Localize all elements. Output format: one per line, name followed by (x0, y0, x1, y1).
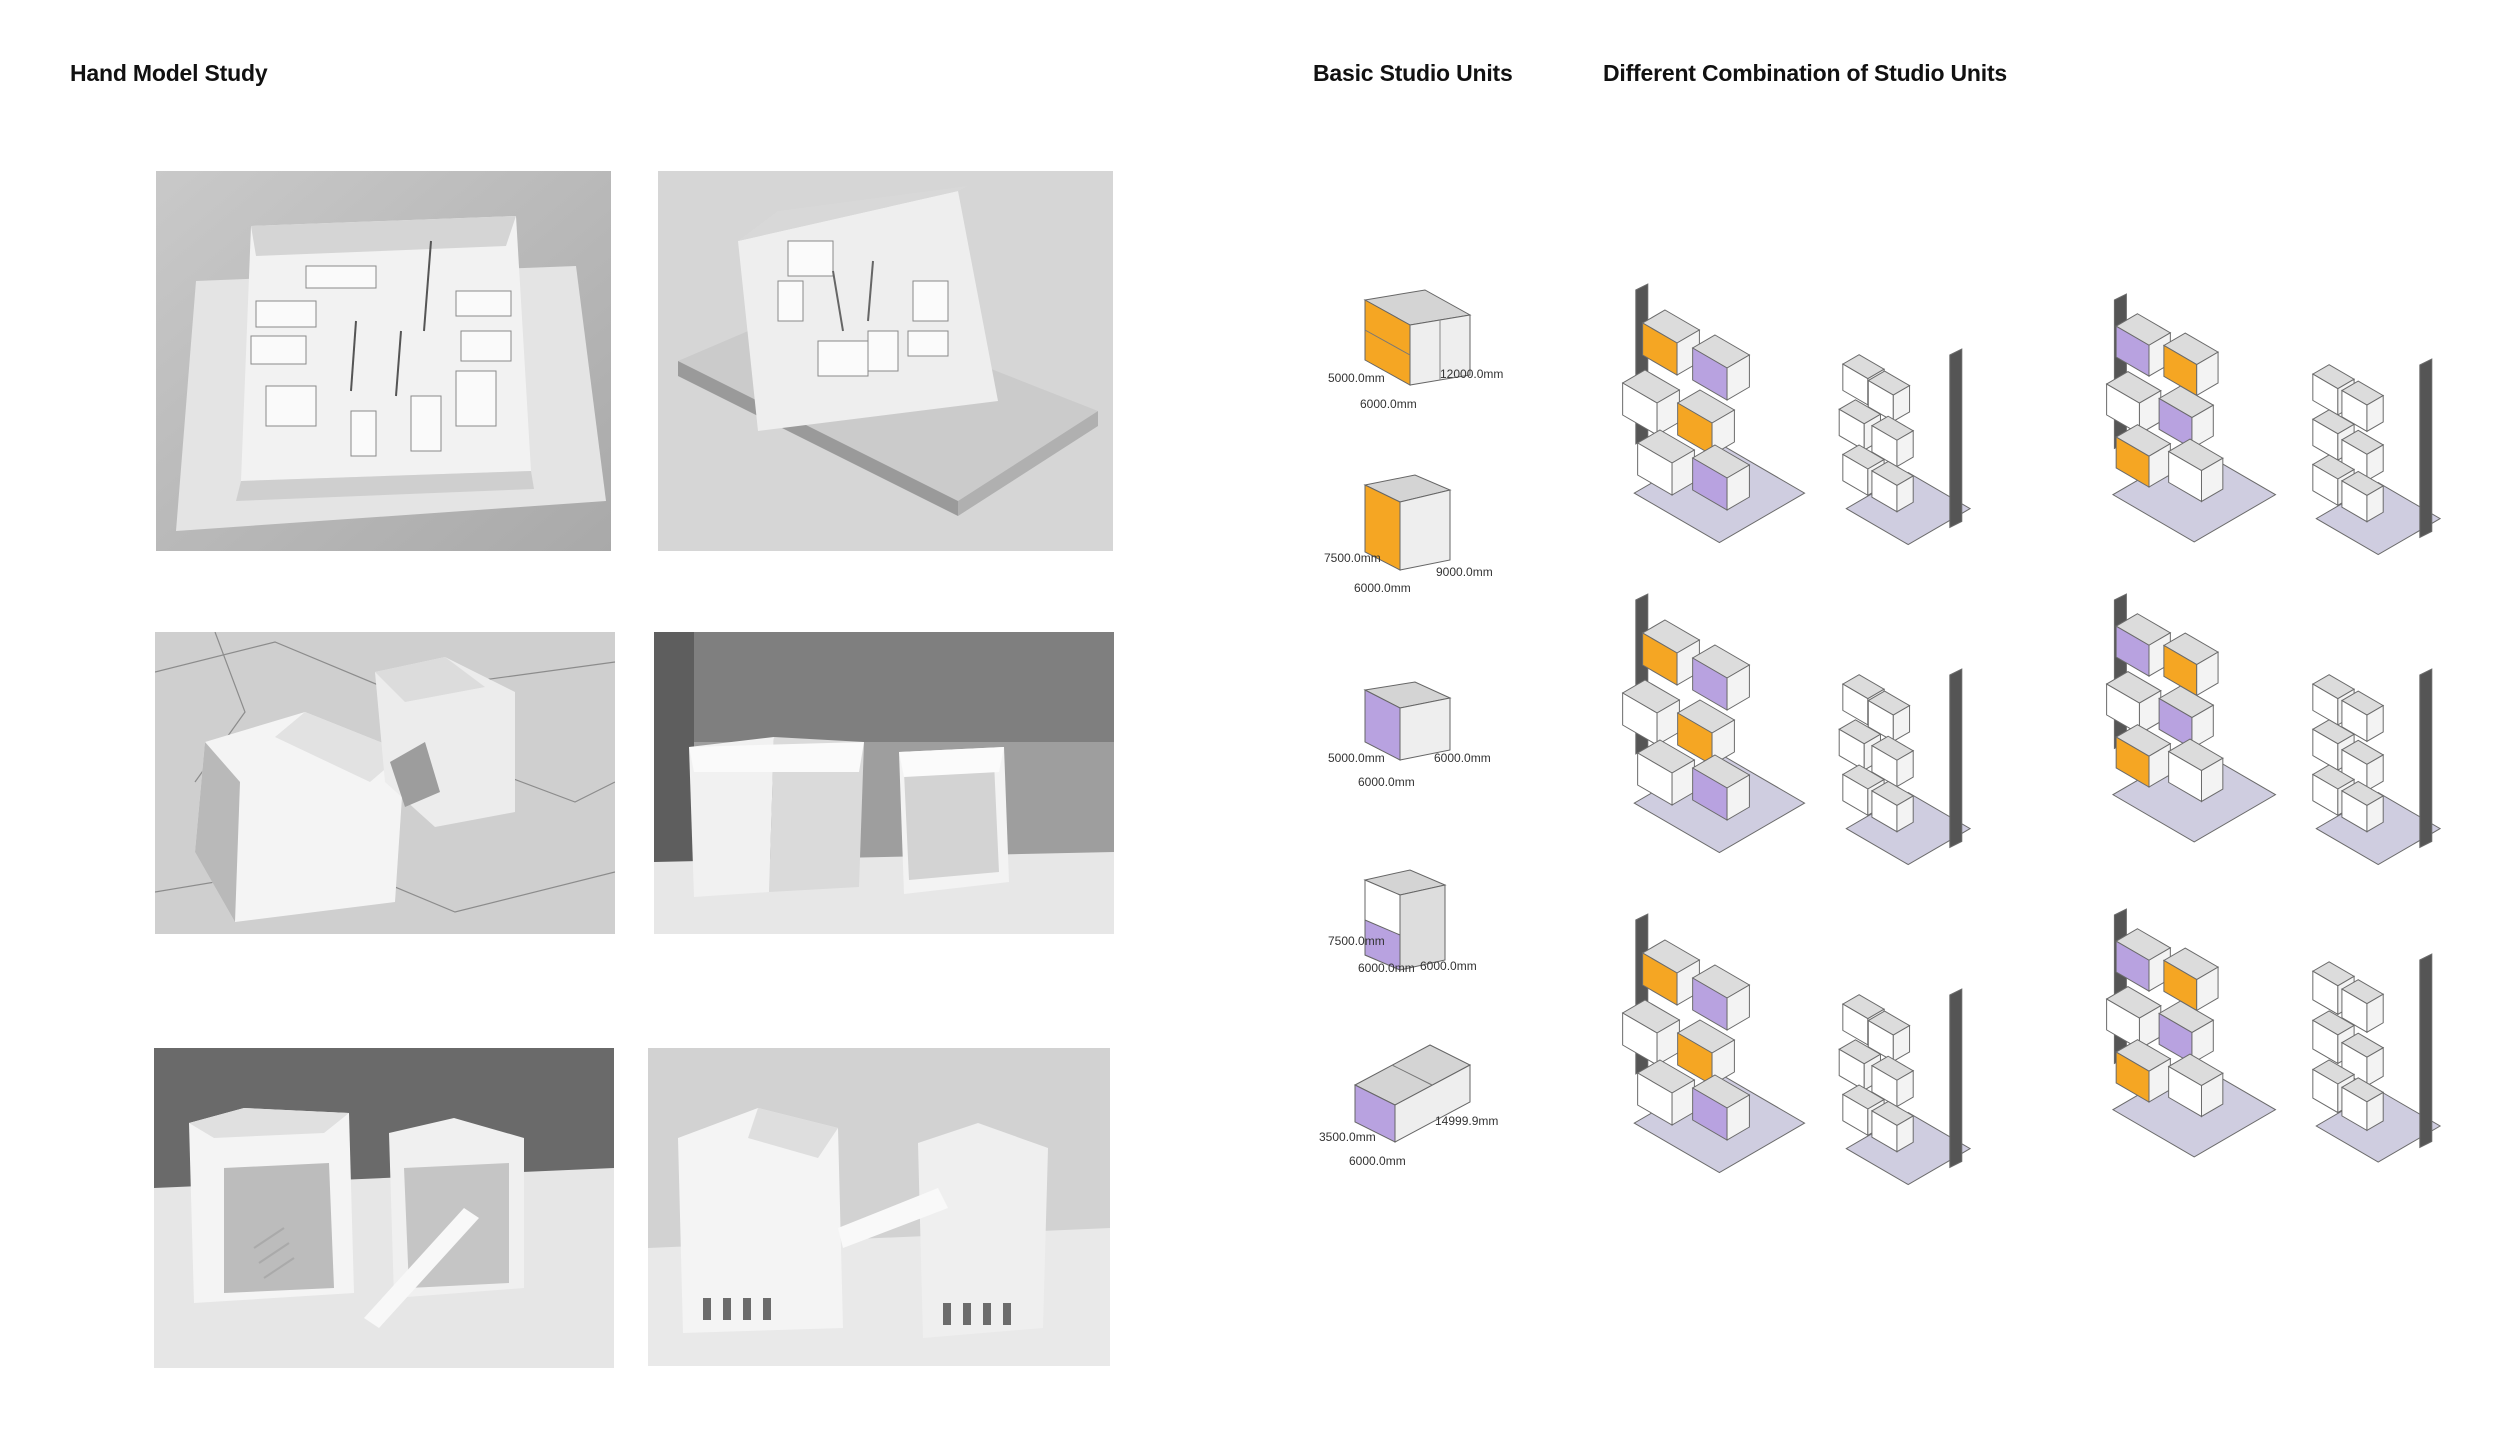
unit-5-width-label: 6000.0mm (1349, 1154, 1406, 1168)
model-photo-6 (648, 1048, 1110, 1366)
combination-diagram-2a (1605, 580, 1825, 860)
unit-box-side (2366, 1091, 2384, 1132)
unit-1-length-label: 12000.0mm (1440, 367, 1503, 381)
basic-studio-units-title: Basic Studio Units (1313, 60, 1513, 86)
unit-2-length-label: 9000.0mm (1436, 565, 1493, 579)
unit-5-length-label: 14999.9mm (1435, 1114, 1498, 1128)
core-tower (2419, 668, 2433, 849)
model-photo-5 (154, 1048, 614, 1368)
combination-diagram-1b (1825, 330, 1985, 560)
unit-box-side (2366, 1046, 2384, 1087)
unit-box-side (2366, 394, 2384, 433)
core-tower (2419, 358, 2433, 539)
studio-unit-1: 5000.0mm 12000.0mm 6000.0mm (1320, 270, 1510, 450)
unit-3-height-label: 5000.0mm (1328, 751, 1385, 765)
unit-box-side (1896, 795, 1914, 833)
combination-diagram-1d (2295, 340, 2455, 570)
unit-box-side (2191, 1019, 2214, 1065)
combination-diagram-1c (2085, 280, 2295, 550)
unit-box-side (2366, 485, 2384, 523)
unit-box-side (1711, 719, 1735, 766)
unit-box-side (2191, 404, 2214, 450)
studio-unit-5: 3500.0mm 14999.9mm 6000.0mm (1315, 1030, 1505, 1210)
unit-1-width-label: 6000.0mm (1360, 397, 1417, 411)
unit-2-width-label: 6000.0mm (1354, 581, 1411, 595)
combination-diagram-3a (1605, 900, 1825, 1180)
combination-diagram-3b (1825, 970, 1985, 1200)
unit-box-side (1896, 1115, 1914, 1153)
unit-box-side (2366, 754, 2384, 792)
model-photo-3 (155, 632, 615, 934)
combination-diagram-2d (2295, 650, 2455, 880)
unit-box-side (1711, 1039, 1735, 1086)
unit-box-side (2200, 1072, 2224, 1118)
unit-box-side (1892, 704, 1911, 743)
unit-box-side (2366, 704, 2384, 743)
studio-unit-3: 5000.0mm 6000.0mm 6000.0mm (1320, 660, 1510, 840)
model-photo-4 (654, 632, 1114, 934)
unit-box-side (2366, 993, 2384, 1034)
combination-diagram-3d (2295, 935, 2455, 1185)
unit-box-side (1726, 984, 1750, 1031)
combination-diagram-2c (2085, 580, 2295, 850)
studio-unit-2: 7500.0mm 9000.0mm 6000.0mm (1320, 460, 1510, 640)
unit-box-side (1892, 1024, 1911, 1063)
unit-box-side (1726, 354, 1750, 401)
unit-box-side (2196, 966, 2219, 1012)
unit-box-side (1896, 749, 1914, 788)
hand-model-study-title: Hand Model Study (70, 60, 268, 86)
unit-2-height-label: 7500.0mm (1324, 551, 1381, 565)
unit-box-side (2200, 757, 2224, 803)
combination-diagram-3c (2085, 895, 2295, 1165)
unit-4-width-label: 6000.0mm (1358, 961, 1415, 975)
unit-5-height-label: 3500.0mm (1319, 1130, 1376, 1144)
core-tower (1949, 348, 1963, 529)
unit-box-side (1896, 429, 1914, 468)
unit-1-height-label: 5000.0mm (1328, 371, 1385, 385)
unit-box-side (2366, 444, 2384, 482)
unit-3-length-label: 6000.0mm (1434, 751, 1491, 765)
core-tower (1949, 668, 1963, 849)
unit-box-side (2200, 457, 2224, 503)
unit-box-side (1711, 409, 1735, 456)
combination-diagram-1a (1605, 270, 1825, 550)
core-tower (2419, 953, 2433, 1149)
unit-3-width-label: 6000.0mm (1358, 775, 1415, 789)
unit-box-side (1726, 664, 1750, 711)
unit-box-side (1892, 384, 1911, 423)
unit-4-height-label: 7500.0mm (1328, 934, 1385, 948)
combinations-title: Different Combination of Studio Units (1603, 60, 2008, 86)
unit-box-side (2196, 351, 2219, 397)
studio-unit-4: 7500.0mm 6000.0mm 6000.0mm (1320, 845, 1510, 1025)
model-photo-2 (658, 171, 1113, 551)
unit-box-side (1726, 464, 1750, 511)
unit-box-side (1896, 1069, 1914, 1108)
unit-box-side (1726, 774, 1750, 821)
model-photo-1 (156, 171, 611, 551)
unit-4-length-label: 6000.0mm (1420, 959, 1477, 973)
unit-box-side (1896, 475, 1914, 513)
core-tower (1949, 988, 1963, 1169)
unit-box-side (2196, 651, 2219, 697)
combination-diagram-2b (1825, 650, 1985, 880)
unit-box-side (1726, 1094, 1750, 1141)
unit-box-side (2191, 704, 2214, 750)
unit-box-side (2366, 795, 2384, 833)
